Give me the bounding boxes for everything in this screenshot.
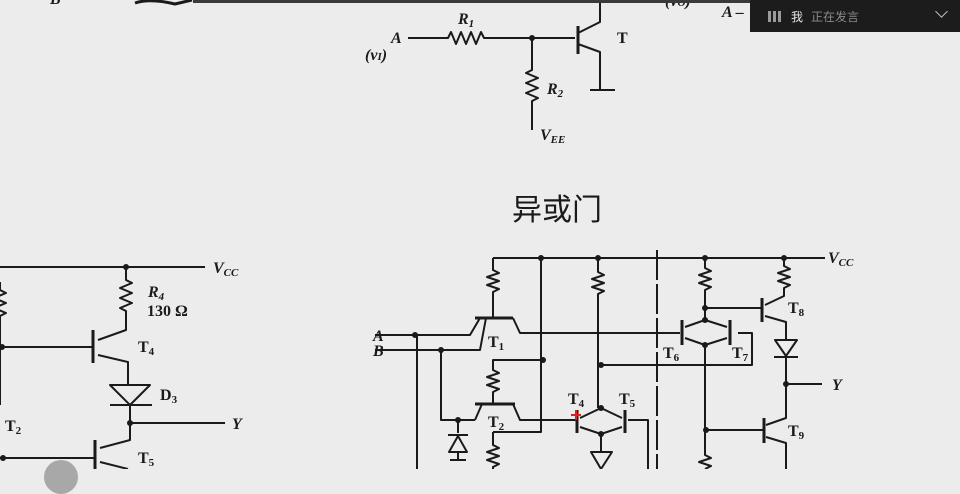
slide-canvas: B (vO) A – A (vI) R1 R2 VEE T 异或门 VCC bbox=[0, 0, 854, 469]
speaking-status: 正在发言 bbox=[811, 9, 860, 24]
label-vcc: VCC bbox=[213, 260, 239, 279]
label-t5: T5 bbox=[619, 391, 636, 410]
label-t2: T2 bbox=[5, 418, 22, 437]
label-a: A bbox=[372, 328, 384, 345]
partial-gate-shape bbox=[134, 0, 193, 6]
top-partial-circuit: B (vO) A – bbox=[49, 0, 744, 21]
label-t9: T9 bbox=[788, 423, 805, 442]
label-t6: T6 bbox=[663, 345, 680, 364]
avatar[interactable] bbox=[44, 460, 78, 494]
label-b: B bbox=[372, 343, 384, 360]
top-toolbar-edge bbox=[193, 0, 750, 3]
inverter-circuit: A (vI) R1 R2 VEE T bbox=[365, 0, 628, 146]
speaker-name: 我 bbox=[791, 9, 804, 24]
label-a: A – bbox=[721, 4, 744, 21]
label-t4: T4 bbox=[568, 391, 585, 410]
label-t: T bbox=[617, 30, 628, 47]
label-v1: (vI) bbox=[365, 47, 387, 64]
label-r4: R4 bbox=[147, 284, 165, 303]
slide-title: 异或门 bbox=[512, 193, 602, 228]
label-t5: T5 bbox=[138, 450, 155, 469]
audio-level-icon bbox=[768, 10, 781, 22]
label-y: Y bbox=[832, 377, 843, 394]
label-t1: T1 bbox=[488, 334, 504, 353]
xor-gate-circuit: A B VCC Y T1 T2 T4 T5 T6 T7 T8 T9 bbox=[372, 250, 854, 469]
cursor-marker-icon bbox=[571, 410, 581, 420]
label-r1: R1 bbox=[457, 11, 474, 30]
label-t2: T2 bbox=[488, 414, 505, 433]
label-d3: D3 bbox=[160, 387, 178, 406]
speaking-indicator[interactable]: 我 正在发言 bbox=[750, 0, 960, 32]
label-t4: T4 bbox=[138, 339, 155, 358]
label-a-input: A bbox=[390, 30, 402, 47]
label-r4-value: 130 Ω bbox=[147, 303, 188, 320]
label-vee: VEE bbox=[540, 127, 565, 146]
label-t7: T7 bbox=[732, 345, 749, 364]
chevron-down-icon[interactable] bbox=[935, 5, 948, 18]
label-b: B bbox=[49, 0, 61, 8]
label-r2: R2 bbox=[546, 81, 564, 100]
label-t8: T8 bbox=[788, 300, 805, 319]
label-vo: (vO) bbox=[665, 0, 691, 10]
ttl-output-circuit: VCC R4 130 Ω T4 D3 Y T2 T5 bbox=[0, 260, 243, 469]
label-y: Y bbox=[232, 416, 243, 433]
label-vcc: VCC bbox=[828, 250, 854, 269]
